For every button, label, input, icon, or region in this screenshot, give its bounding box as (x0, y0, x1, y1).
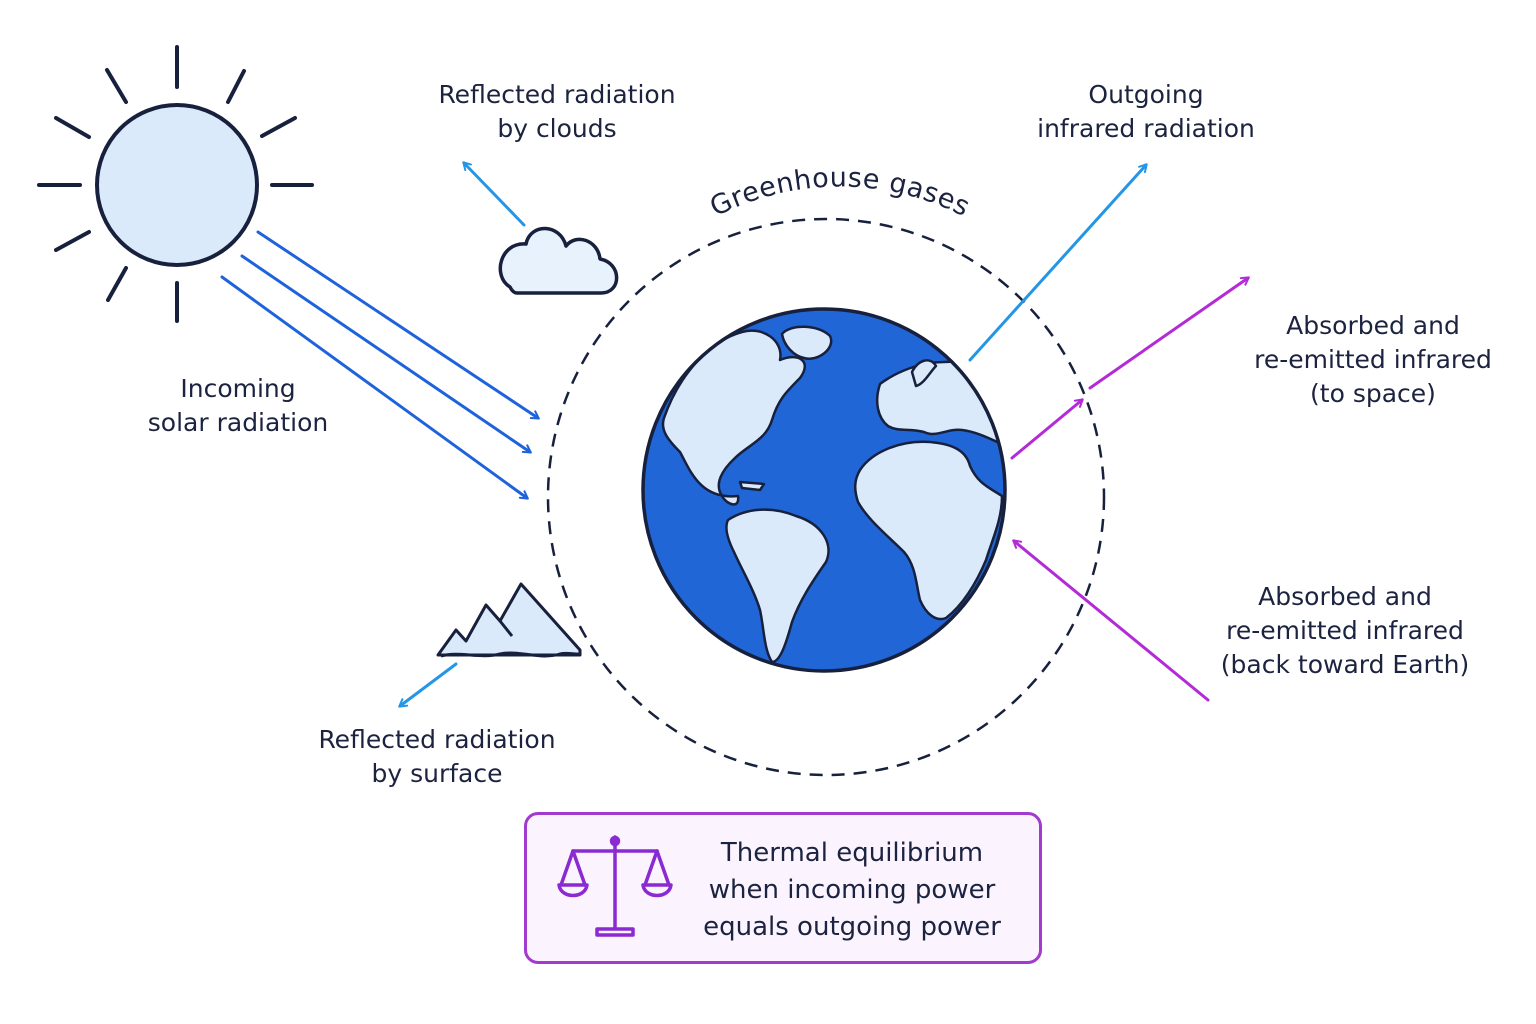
reemitted-earth-arrow (1012, 539, 1210, 702)
solar-arrow (220, 275, 529, 500)
earth-globe-icon (641, 307, 1007, 673)
incoming-solar-arrows (220, 230, 540, 500)
equilibrium-text: Thermal equilibrium when incoming power … (703, 838, 1001, 942)
mountain-icon (436, 582, 582, 658)
solar-arrow (240, 254, 532, 454)
sun-icon (37, 45, 314, 323)
absorbed-earth-label: Absorbed and re-emitted infrared (back t… (1220, 582, 1470, 679)
outgoing-infrared-label: Outgoing infrared radiation (1037, 80, 1255, 143)
reemitted-space-arrows (1010, 276, 1250, 460)
balance-scale-icon (557, 835, 673, 937)
solar-arrow (256, 230, 540, 420)
reflected-surface-label: Reflected radiation by surface (318, 725, 556, 788)
incoming-solar-label: Incoming solar radiation (147, 374, 329, 437)
greenhouse-boundary (546, 217, 1106, 777)
reflected-cloud-arrow (462, 161, 526, 227)
outgoing-infrared-arrow (968, 163, 1148, 362)
cloud-icon (498, 226, 619, 295)
greenhouse-label: Greenhouse gases (705, 162, 975, 223)
absorbed-space-label: Absorbed and re-emitted infrared (to spa… (1254, 311, 1492, 408)
reflected-clouds-label: Reflected radiation by clouds (438, 80, 676, 143)
reflected-surface-arrow (398, 662, 458, 708)
equilibrium-callout: Thermal equilibrium when incoming power … (524, 812, 1042, 964)
